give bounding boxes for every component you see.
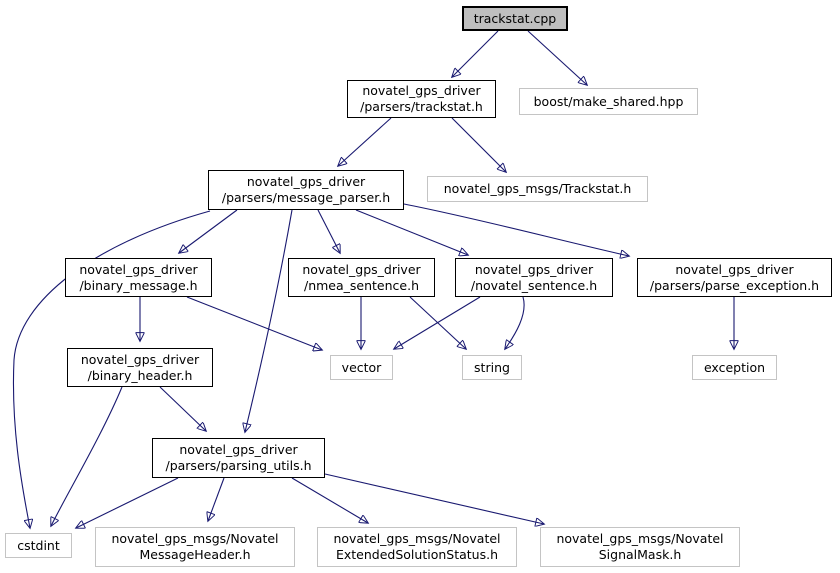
edge-novatel-sentence-to-string bbox=[505, 296, 525, 349]
edge-message-parser-to-parse-exception bbox=[403, 203, 629, 256]
node-label: novatel_gps_msgs/Novatel bbox=[333, 531, 501, 546]
node-label: /parsers/trackstat.h bbox=[360, 99, 483, 114]
node-label: SignalMask.h bbox=[598, 547, 682, 562]
node-exception: exception bbox=[692, 355, 777, 380]
node-vector: vector bbox=[330, 355, 393, 380]
node-label: /parsers/message_parser.h bbox=[221, 190, 391, 205]
node-cstdint: cstdint bbox=[5, 533, 72, 558]
node-label: trackstat.cpp bbox=[473, 10, 557, 26]
node-label: novatel_gps_driver bbox=[179, 442, 298, 457]
edge-novatel-sentence-to-vector bbox=[394, 296, 481, 349]
node-novatel-sentence-h[interactable]: novatel_gps_driver /novatel_sentence.h bbox=[455, 258, 613, 297]
node-label: string bbox=[474, 359, 510, 375]
node-label: boost/make_shared.hpp bbox=[533, 93, 684, 109]
edge-trackstat-cpp-to-parsers-trackstat bbox=[452, 30, 499, 77]
edge-parsing-utils-to-signal-mask bbox=[324, 473, 544, 524]
node-label: /novatel_sentence.h bbox=[470, 277, 598, 293]
node-parsers-trackstat-h[interactable]: novatel_gps_driver /parsers/trackstat.h bbox=[347, 80, 496, 118]
node-label: MessageHeader.h bbox=[139, 547, 251, 562]
node-trackstat-cpp: trackstat.cpp bbox=[462, 6, 568, 31]
node-label: ExtendedSolutionStatus.h bbox=[335, 547, 499, 562]
node-label: vector bbox=[341, 359, 382, 375]
edge-parsing-utils-to-message-header bbox=[208, 477, 225, 521]
node-label: novatel_gps_driver bbox=[80, 351, 200, 367]
node-parse-exception-h[interactable]: novatel_gps_driver /parsers/parse_except… bbox=[637, 258, 832, 297]
edge-binary-message-to-vector bbox=[186, 296, 322, 350]
node-label: novatel_gps_msgs/Trackstat.h bbox=[443, 181, 632, 196]
node-binary-message-h[interactable]: novatel_gps_driver /binary_message.h bbox=[65, 258, 212, 297]
node-label: cstdint bbox=[17, 537, 60, 553]
node-label: /binary_message.h bbox=[79, 277, 198, 293]
edge-message-parser-to-parsing-utils bbox=[245, 209, 293, 432]
edge-message-parser-to-cstdint bbox=[12, 210, 211, 528]
node-novatel-signal-mask-h: novatel_gps_msgs/Novatel SignalMask.h bbox=[540, 527, 740, 567]
node-label: /parsers/parsing_utils.h bbox=[165, 458, 312, 473]
node-label: novatel_gps_driver bbox=[675, 261, 794, 277]
node-parsing-utils-h[interactable]: novatel_gps_driver /parsers/parsing_util… bbox=[152, 438, 325, 478]
node-label: novatel_gps_msgs/Novatel bbox=[111, 531, 279, 546]
node-novatel-message-header-h: novatel_gps_msgs/Novatel MessageHeader.h bbox=[95, 527, 295, 567]
node-label: /binary_header.h bbox=[87, 367, 193, 383]
edge-message-parser-to-novatel-sentence bbox=[355, 209, 468, 255]
edge-parsers-trackstat-to-msgs-trackstat bbox=[451, 117, 506, 172]
edge-parsing-utils-to-cstdint bbox=[76, 477, 179, 528]
node-label: novatel_gps_driver bbox=[362, 83, 481, 98]
node-binary-header-h[interactable]: novatel_gps_driver /binary_header.h bbox=[67, 348, 213, 387]
node-string: string bbox=[462, 355, 522, 380]
node-label: /nmea_sentence.h bbox=[303, 277, 419, 293]
edge-binary-header-to-parsing-utils bbox=[159, 386, 206, 431]
node-label: exception bbox=[703, 359, 766, 375]
node-novatel-extended-solution-status-h: novatel_gps_msgs/Novatel ExtendedSolutio… bbox=[317, 527, 517, 567]
edge-message-parser-to-nmea-sentence bbox=[317, 209, 340, 253]
edge-parsers-trackstat-to-message-parser bbox=[338, 117, 392, 166]
node-label: novatel_gps_driver bbox=[474, 261, 594, 277]
node-label: /parsers/parse_exception.h bbox=[649, 277, 820, 293]
edge-trackstat-cpp-to-boost-make-shared bbox=[527, 30, 587, 85]
node-nmea-sentence-h[interactable]: novatel_gps_driver /nmea_sentence.h bbox=[288, 258, 435, 297]
edge-message-parser-to-binary-message bbox=[179, 209, 238, 253]
node-label: novatel_gps_driver bbox=[79, 261, 198, 277]
node-msgs-trackstat-h: novatel_gps_msgs/Trackstat.h bbox=[427, 176, 648, 202]
node-label: novatel_gps_driver bbox=[302, 261, 421, 277]
edge-parsing-utils-to-extended-solution-status bbox=[291, 477, 368, 523]
node-label: novatel_gps_driver bbox=[246, 174, 366, 189]
node-boost-make-shared-hpp: boost/make_shared.hpp bbox=[519, 88, 698, 115]
edge-binary-header-to-cstdint bbox=[51, 386, 123, 526]
node-label: novatel_gps_msgs/Novatel bbox=[556, 531, 724, 546]
node-message-parser-h[interactable]: novatel_gps_driver /parsers/message_pars… bbox=[208, 170, 404, 210]
